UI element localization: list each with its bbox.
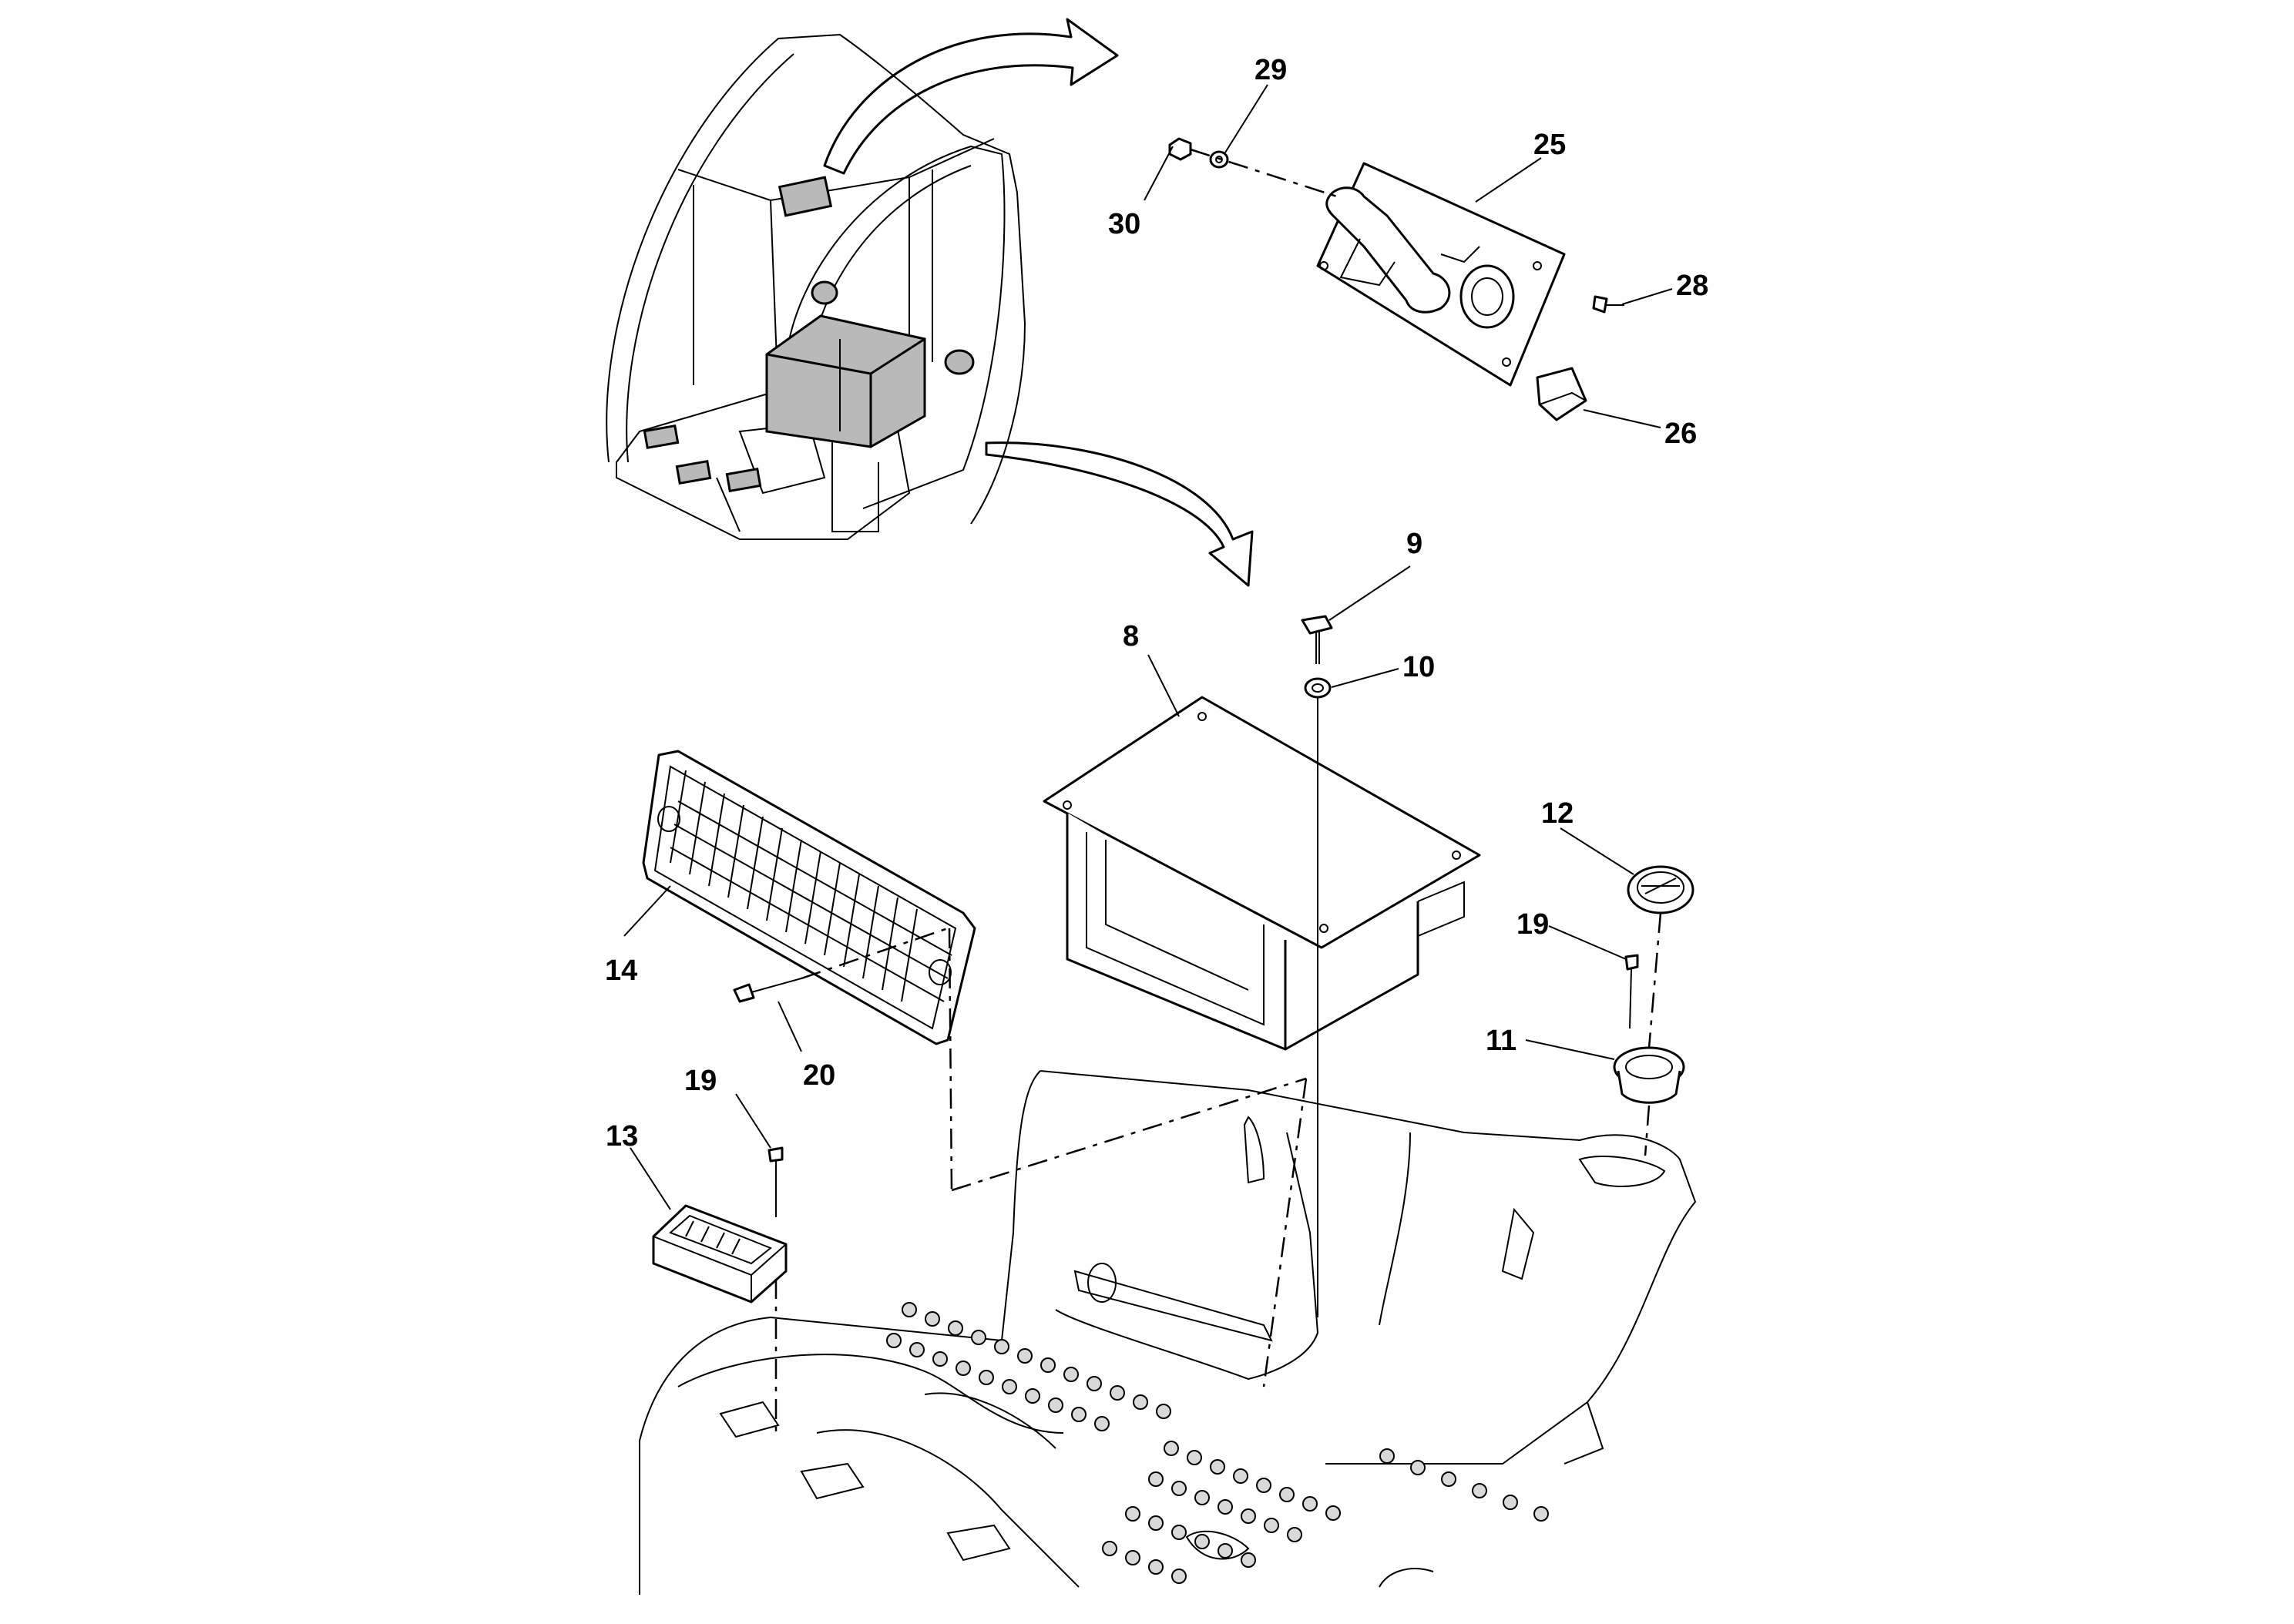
small-vent: [652, 1146, 788, 1433]
callout-14: 14: [605, 955, 637, 987]
console-box: [1043, 615, 1481, 1317]
callout-20: 20: [803, 1059, 835, 1092]
leader-lines: [623, 84, 1673, 1210]
callout-26: 26: [1664, 418, 1697, 450]
callout-labels: 29 25 30 28 26 9 8 10 12 19 14 20 11 19 …: [605, 54, 1708, 1153]
callout-19-right: 19: [1516, 908, 1549, 941]
callout-9: 9: [1406, 528, 1422, 560]
cab-floor-body: [639, 928, 1697, 1595]
vent-assembly: [1613, 865, 1694, 1156]
callout-12: 12: [1541, 797, 1574, 830]
arrow-to-switch-panel: [823, 18, 1119, 175]
arrow-to-console-box: [985, 441, 1254, 587]
callout-28: 28: [1676, 270, 1708, 302]
callout-11: 11: [1486, 1025, 1516, 1057]
callout-29: 29: [1254, 54, 1287, 86]
callout-10: 10: [1402, 651, 1435, 683]
grille-panel: [642, 750, 976, 1045]
cab-overview: [606, 33, 1026, 540]
callout-30: 30: [1108, 208, 1140, 240]
callout-13: 13: [606, 1120, 638, 1153]
callout-25: 25: [1533, 129, 1566, 161]
callout-8: 8: [1123, 620, 1139, 653]
floor-tread-dots: [886, 1302, 1549, 1584]
callout-19-left: 19: [684, 1065, 717, 1097]
switch-panel-assembly: [1168, 137, 1624, 421]
